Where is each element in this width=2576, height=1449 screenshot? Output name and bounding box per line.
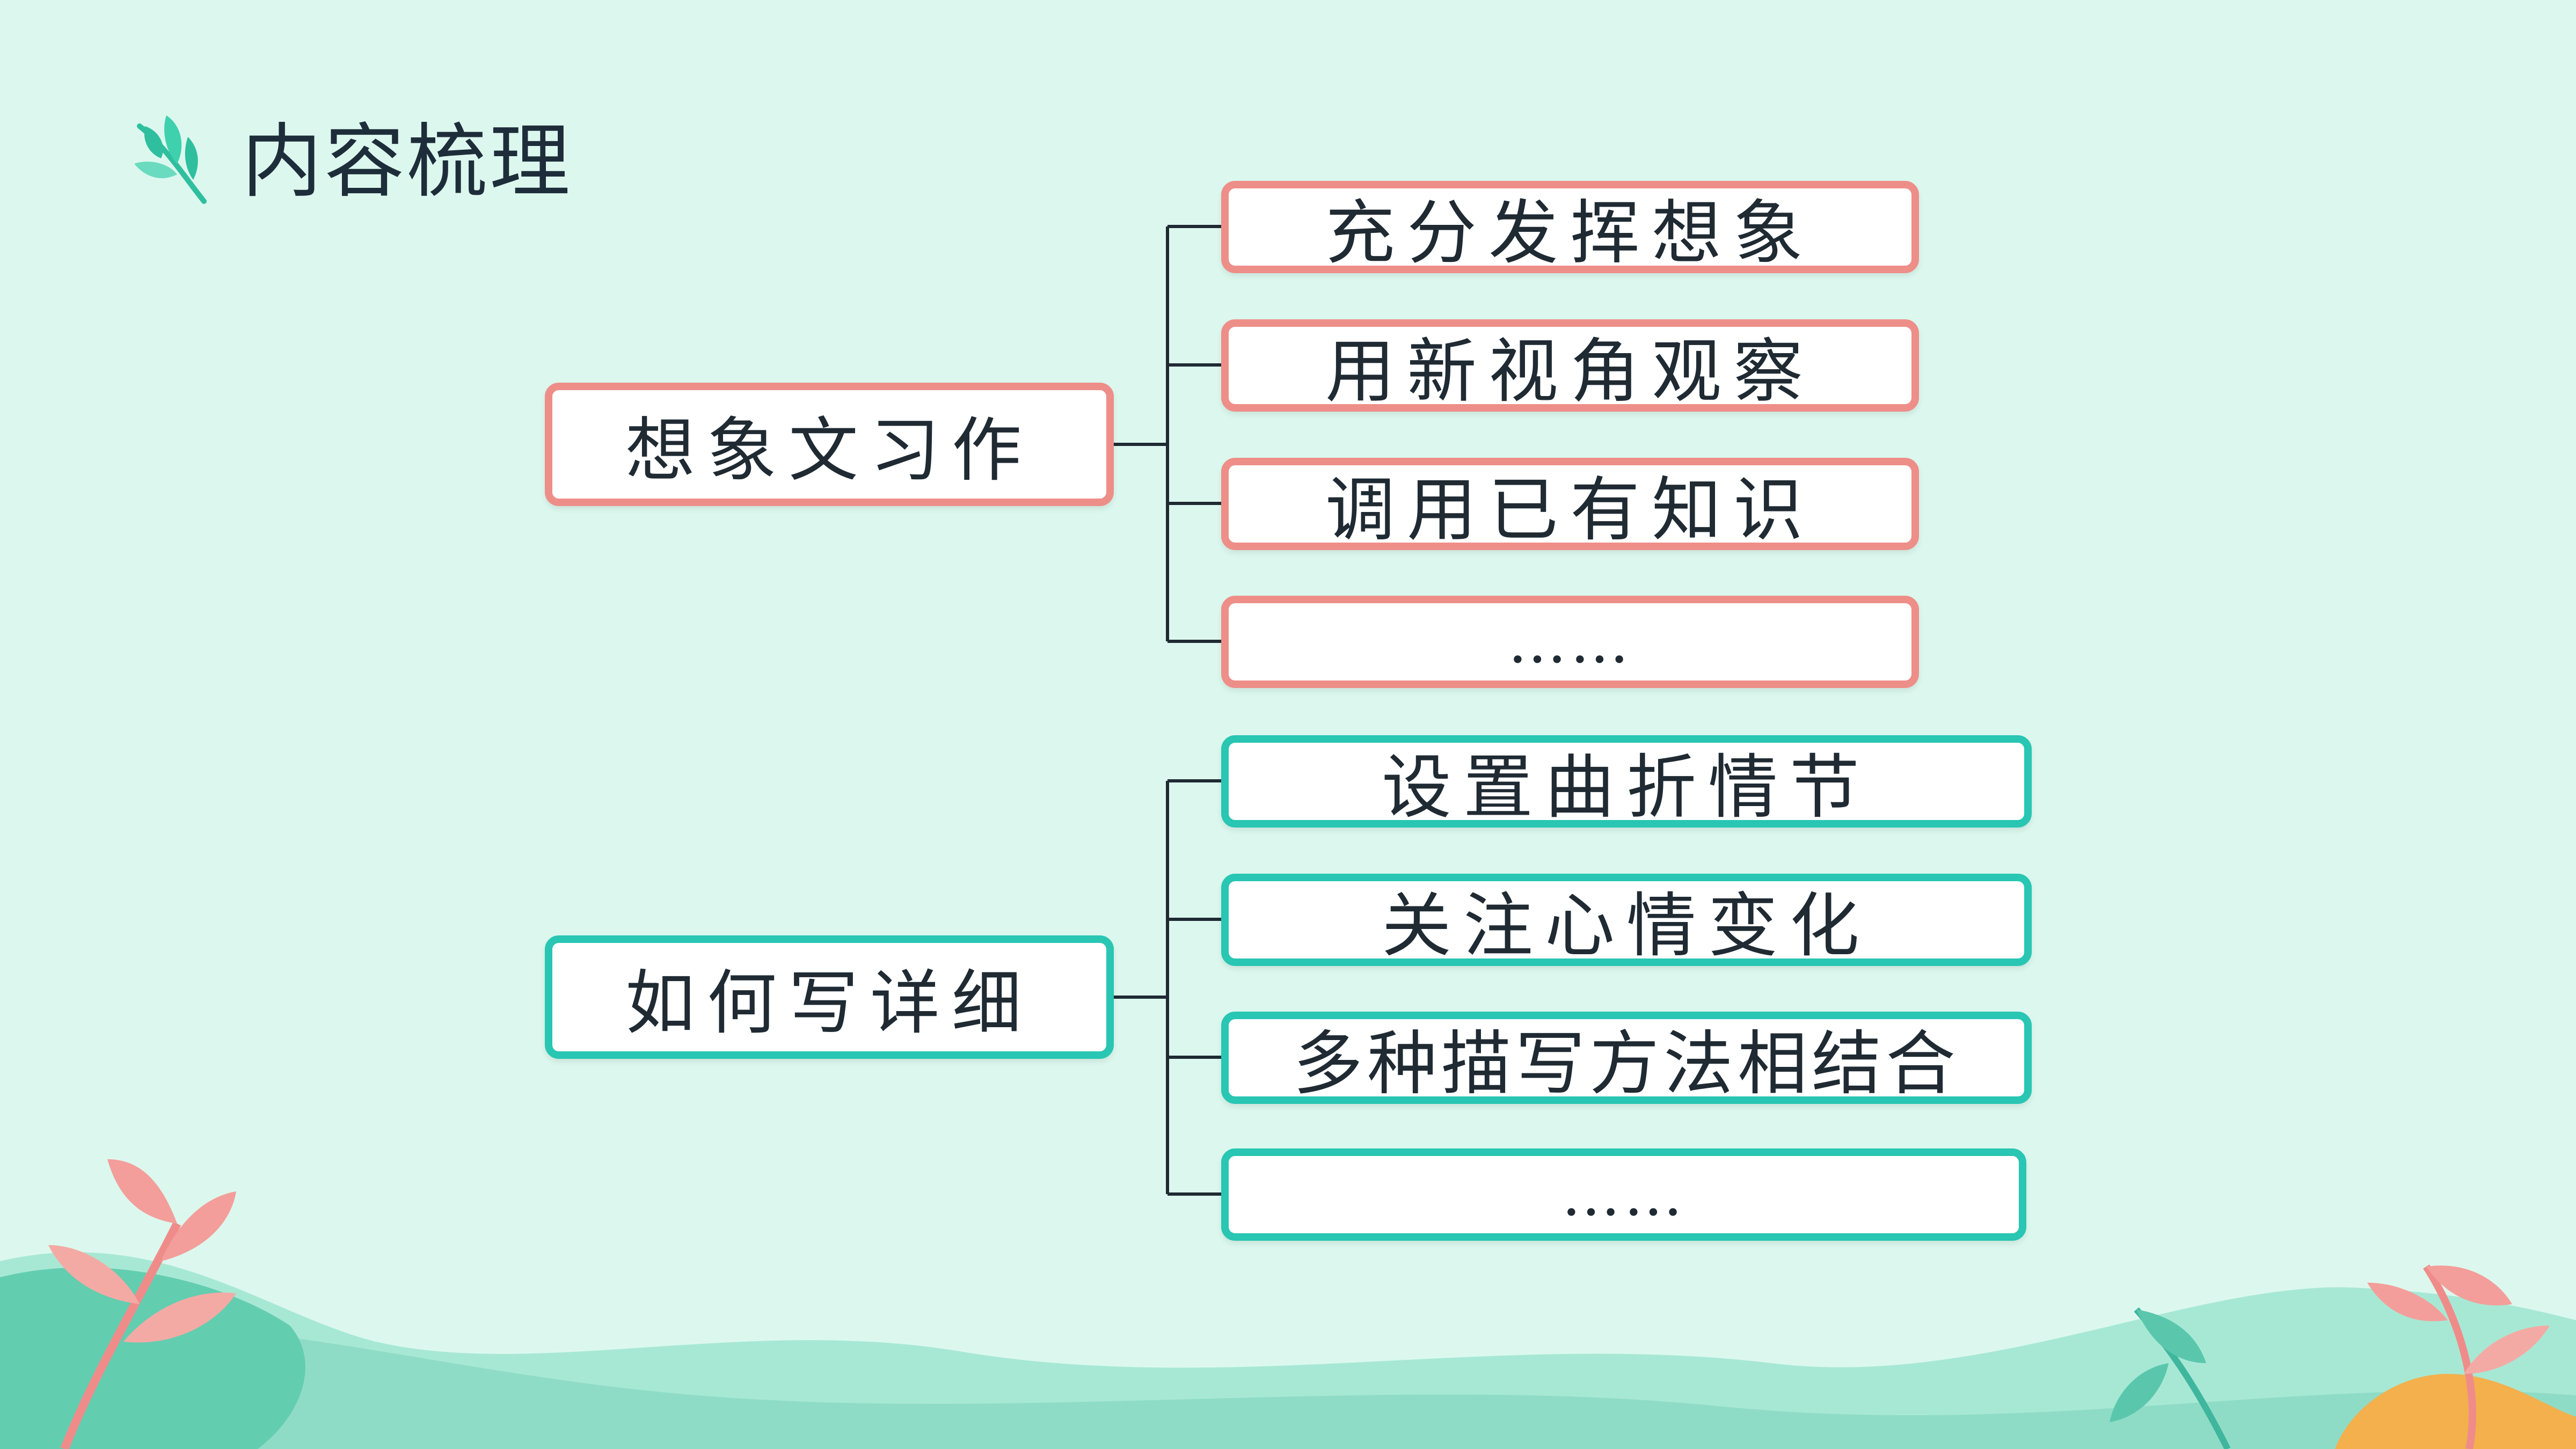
group-node-imagination: 想象文习作 (545, 383, 1114, 506)
child-node: 调用已有知识 (1221, 458, 1919, 551)
child-node: 关注心情变化 (1221, 874, 2032, 967)
child-node-ellipsis: …… (1221, 596, 1919, 688)
leaf-icon (134, 115, 207, 204)
child-node: 多种描写方法相结合 (1221, 1012, 2032, 1104)
child-node: 用新视角观察 (1221, 319, 1919, 412)
right-plant-icon (2110, 1264, 2576, 1449)
left-plant-icon (0, 1159, 305, 1449)
child-node: 充分发挥想象 (1221, 181, 1919, 274)
page-title: 内容梳理 (242, 115, 573, 209)
child-node: 设置曲折情节 (1221, 735, 2032, 828)
child-node-ellipsis: …… (1221, 1148, 2026, 1241)
group-node-details: 如何写详细 (545, 935, 1114, 1059)
